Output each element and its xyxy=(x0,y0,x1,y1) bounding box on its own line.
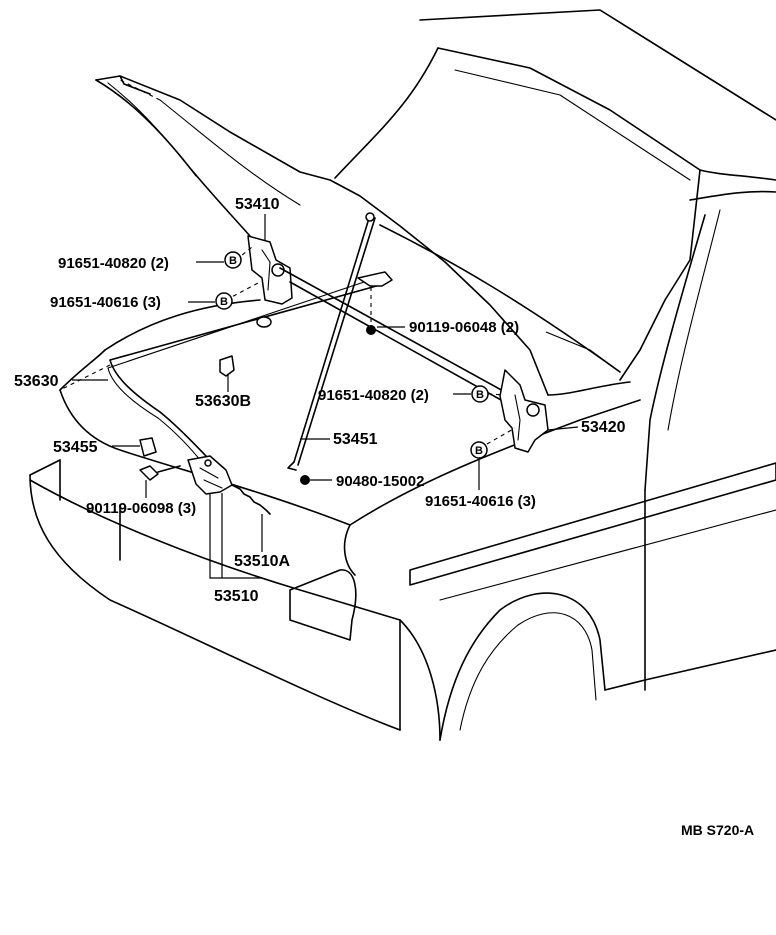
b-callout-3: B xyxy=(471,385,489,403)
rod-top-end xyxy=(365,212,375,222)
hinge-left-body xyxy=(247,235,293,305)
grille-right xyxy=(343,524,356,576)
bumper-top-left xyxy=(29,459,61,476)
hood-cushion-53455 xyxy=(139,437,157,457)
headlamp xyxy=(289,569,357,641)
door-top-line xyxy=(689,190,776,201)
leader-53510 xyxy=(209,493,262,579)
label-53420: 53420 xyxy=(581,419,626,436)
hood-left-edge xyxy=(95,79,251,237)
b-callout-2: B xyxy=(215,292,233,310)
hood-lock-pin xyxy=(204,459,212,467)
roof-line xyxy=(419,9,776,121)
side-molding xyxy=(409,462,776,586)
hinge-arm-line-bottom xyxy=(289,281,511,406)
fender-front xyxy=(399,619,441,741)
rocker-line xyxy=(604,649,776,691)
front-left-corner xyxy=(59,349,106,391)
label-91651-40616-left: 91651-40616 (3) xyxy=(50,294,161,311)
hood-inner-frame xyxy=(159,99,301,206)
label-53455: 53455 xyxy=(53,439,98,456)
bumper-ribs xyxy=(59,459,121,561)
label-53630b: 53630B xyxy=(195,393,251,410)
cowl-right xyxy=(547,381,631,396)
windshield-top xyxy=(437,47,701,171)
hood-lock-spring xyxy=(231,484,271,515)
dash-b4 xyxy=(479,427,516,449)
hood-lock-detail xyxy=(199,467,223,489)
hinge-right-body xyxy=(499,369,549,453)
hood-lock-screw xyxy=(139,465,159,481)
body-crease xyxy=(439,509,776,601)
fender-top-line xyxy=(349,399,641,526)
dash-cable-front xyxy=(59,364,111,391)
bumper-bottom xyxy=(29,474,401,731)
b-callout-1: B xyxy=(224,251,242,269)
bumper-mid xyxy=(29,479,401,621)
rod-line-a xyxy=(293,214,371,463)
cowl-line xyxy=(379,224,621,373)
hinge-left-detail xyxy=(261,249,271,291)
b-callout-4: B xyxy=(470,441,488,459)
rod-holder-clip xyxy=(300,475,310,485)
part-labels: 53410 91651-40820 (2) 91651-40616 (3) 90… xyxy=(14,196,626,605)
hood-release-cable xyxy=(107,271,393,467)
label-91651-40820-left: 91651-40820 (2) xyxy=(58,255,169,272)
label-53510a: 53510A xyxy=(234,553,290,570)
hood-hinge-right xyxy=(499,369,549,453)
cable-clamp-mid xyxy=(256,316,272,328)
rod-line-b xyxy=(297,217,376,466)
dash-b2 xyxy=(225,281,261,301)
wheel-arch xyxy=(439,592,606,741)
b-callout-1-letter: B xyxy=(229,255,237,267)
leader-90119-06048-ext xyxy=(545,331,621,373)
hinge-right-detail xyxy=(514,394,521,441)
hinge-right-pivot xyxy=(526,403,540,417)
roof-rear xyxy=(699,169,776,181)
hood-left-inner xyxy=(107,82,197,177)
bolt-90119-06048 xyxy=(366,325,376,335)
label-91651-40820-right: 91651-40820 (2) xyxy=(318,387,429,404)
b-callout-3-letter: B xyxy=(476,389,484,401)
wheel-arch-inner xyxy=(459,612,597,731)
hood-hinge-left xyxy=(247,235,511,406)
leader-lines xyxy=(72,214,621,579)
cable-clip-53630b xyxy=(219,355,235,377)
vehicle-outline xyxy=(29,9,776,741)
a-pillar-left xyxy=(334,47,439,179)
leader-53420 xyxy=(547,426,579,431)
core-support-left xyxy=(104,299,261,351)
label-90119-06048: 90119-06048 (2) xyxy=(409,319,519,336)
hood-support-rod xyxy=(287,212,376,485)
label-53510: 53510 xyxy=(214,588,259,605)
label-90119-06098: 90119-06098 (3) xyxy=(86,500,196,517)
cable-line-a xyxy=(109,284,381,461)
windshield-inner xyxy=(454,69,691,181)
label-53630: 53630 xyxy=(14,373,59,390)
bolts xyxy=(366,287,376,335)
b-callout-2-letter: B xyxy=(220,296,228,308)
cable-line-b xyxy=(107,277,377,467)
b-callouts: B B B B xyxy=(215,251,489,459)
cable-release-lever xyxy=(357,271,393,287)
b-callout-4-letter: B xyxy=(475,445,483,457)
a-pillar-right xyxy=(619,169,701,381)
hood-lock-assembly xyxy=(139,437,271,515)
hinge-arm-line-top xyxy=(279,267,506,393)
hood-lock-body xyxy=(187,455,233,495)
front-grille-top xyxy=(59,389,351,526)
hood-lock-screw-shank xyxy=(157,465,181,473)
door-front-edge xyxy=(644,214,706,491)
label-90480-15002: 90480-15002 xyxy=(336,473,424,490)
hood-front-lip xyxy=(119,75,151,95)
label-53410: 53410 xyxy=(235,196,280,213)
label-91651-40616-right: 91651-40616 (3) xyxy=(425,493,536,510)
rod-bottom-hook xyxy=(287,461,297,471)
figure-code: MB S720-A xyxy=(681,822,754,838)
hood-panel-edge xyxy=(95,75,549,396)
label-53451: 53451 xyxy=(333,431,378,448)
door-inner-edge xyxy=(667,209,721,431)
